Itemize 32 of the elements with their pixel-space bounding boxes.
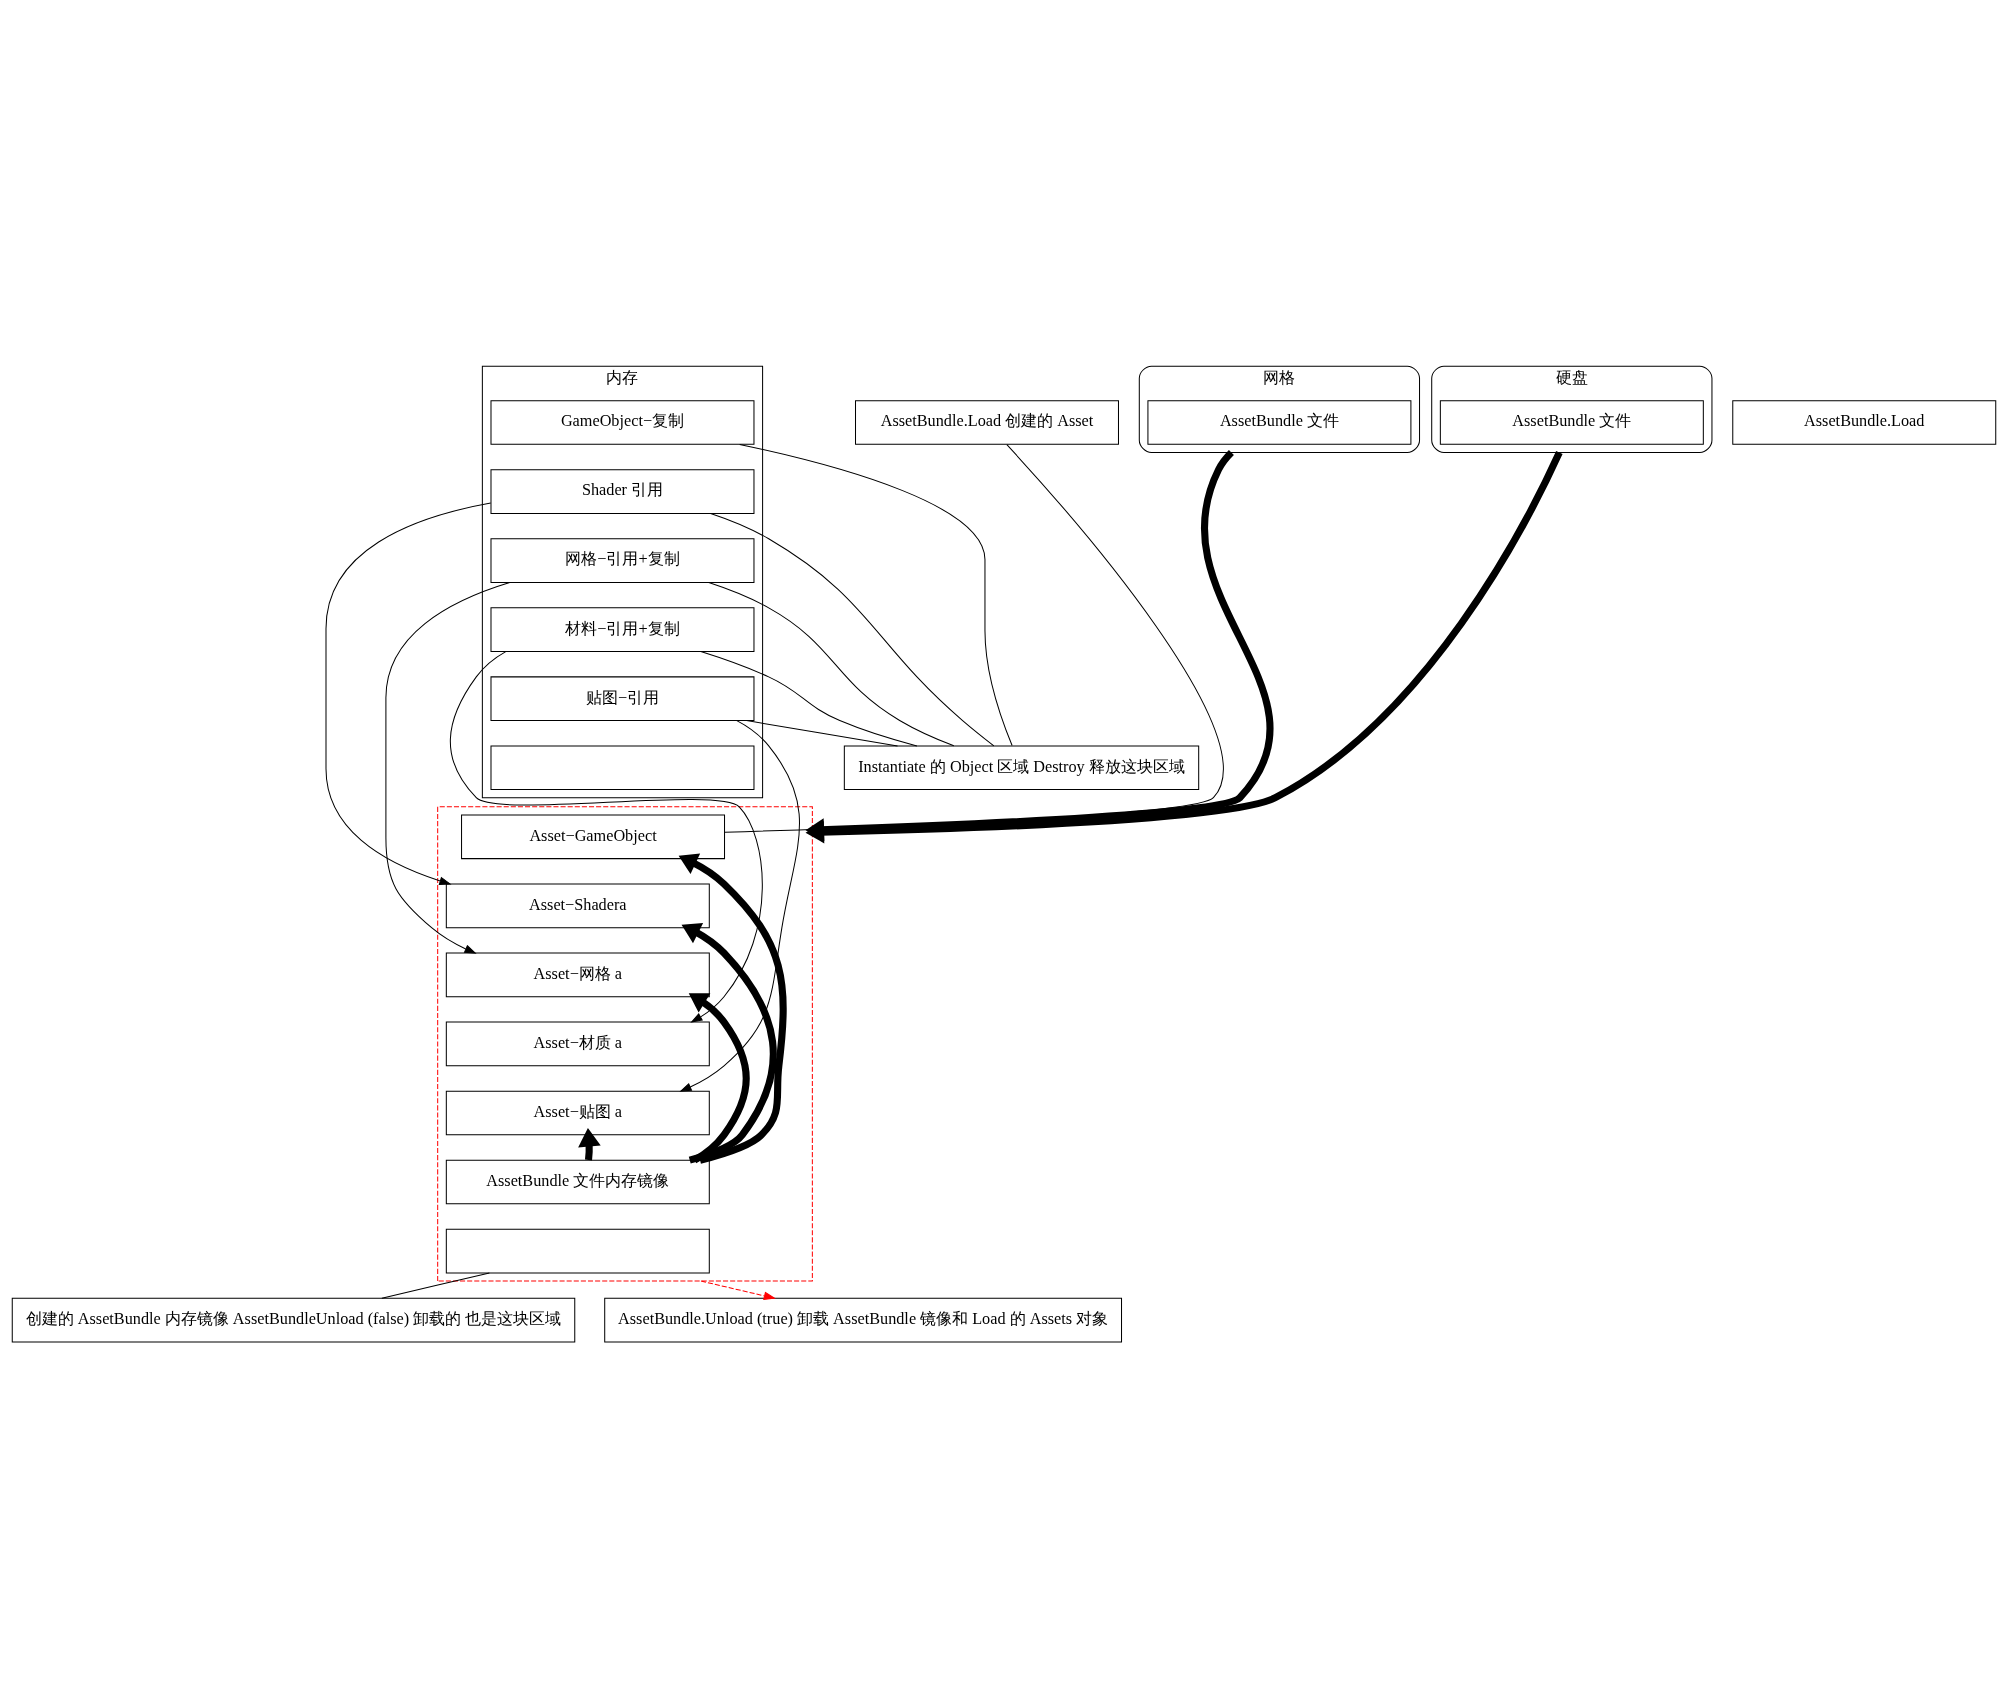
node-box: 网格−引用+复制 <box>490 537 755 583</box>
node-box: 材料−引用+复制 <box>490 606 755 652</box>
node-box: Asset−材质 a <box>445 1021 710 1066</box>
node-box: AssetBundle.Load <box>1732 399 1997 445</box>
arrow <box>700 1280 776 1300</box>
node-box: AssetBundle 文件 <box>1439 399 1704 445</box>
arrow <box>805 450 1563 844</box>
node-box: GameObject−复制 <box>490 399 755 445</box>
arrow <box>681 922 777 1164</box>
node-box: AssetBundle.Load 创建的 Asset <box>855 399 1119 445</box>
node-box: Asset−Shadera <box>445 883 710 928</box>
node-box: Asset−贴图 a <box>445 1090 710 1135</box>
connector <box>724 443 1223 833</box>
arrow <box>688 992 750 1163</box>
node-box: AssetBundle.Unload (true) 卸载 AssetBundle 镜像和 Load 的 Assets 对象 <box>604 1297 1123 1342</box>
arrow <box>325 502 492 885</box>
arrow <box>385 581 511 954</box>
arrow <box>679 719 800 1092</box>
node-box <box>490 744 755 790</box>
node-box: Shader 引用 <box>490 468 755 514</box>
node-box <box>445 1228 710 1273</box>
node-box: AssetBundle 文件 <box>1147 399 1412 445</box>
node-box: Asset−GameObject <box>461 813 726 859</box>
arrow <box>449 650 763 1023</box>
connector <box>746 719 899 746</box>
node-box: Instantiate 的 Object 区域 Destroy 释放这块区域 <box>843 744 1200 790</box>
node-box: 创建的 AssetBundle 内存镜像 AssetBundleUnload (false) 卸载的 也是这块区域 <box>11 1297 576 1342</box>
node-box: Asset−网格 a <box>445 952 710 997</box>
node-box: 贴图−引用 <box>490 675 755 721</box>
connector <box>739 443 1013 746</box>
node-box: AssetBundle 文件内存镜像 <box>445 1159 710 1204</box>
arrow <box>678 852 787 1164</box>
